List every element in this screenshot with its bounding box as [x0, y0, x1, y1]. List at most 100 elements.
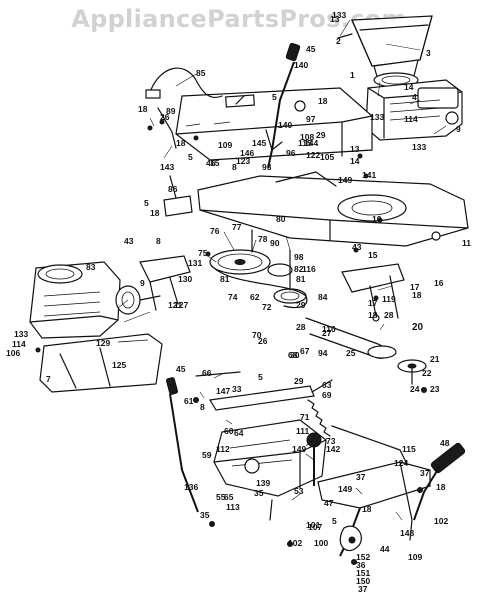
- pedal-arm-drawing: [317, 461, 431, 557]
- callout-label: 18: [412, 290, 422, 300]
- callout-label: 13: [350, 144, 360, 154]
- callout-label: 115: [402, 444, 416, 454]
- callout-label: 83: [86, 262, 96, 272]
- dash-panel-drawing: [175, 87, 373, 161]
- callout-label: 109: [408, 552, 422, 562]
- callout-label: 45: [306, 44, 316, 54]
- leader-lines: [117, 19, 447, 521]
- callout-label: 112: [216, 444, 230, 454]
- callout-label: 81: [220, 274, 230, 284]
- callout-label: 29: [316, 130, 326, 140]
- callout-label: 48: [440, 438, 450, 448]
- callout-label: 123: [236, 156, 250, 166]
- callout-label: 16: [434, 278, 444, 288]
- callout-label: 115: [298, 138, 312, 148]
- callout-label: 17: [410, 282, 420, 292]
- drive-belt-drawing: [305, 317, 427, 385]
- callout-label: 76: [210, 226, 220, 236]
- callout-label: 111: [296, 426, 310, 436]
- callout-label: 18: [150, 208, 160, 218]
- callout-label: 80: [276, 214, 286, 224]
- callout-label: 4: [412, 92, 417, 102]
- callout-label: 144: [304, 138, 318, 148]
- callout-label: 53: [294, 486, 304, 496]
- callout-label: 29: [294, 376, 304, 386]
- shroud-125-drawing: [39, 333, 163, 393]
- callout-label: 136: [184, 482, 198, 492]
- callout-label: 10: [372, 214, 382, 224]
- callout-label: 114: [404, 114, 418, 124]
- callout-label: 121: [168, 300, 182, 310]
- spring-71-drawing: [307, 399, 331, 437]
- cable-assembly-drawing: [145, 67, 223, 149]
- callout-label: 65: [224, 492, 234, 502]
- callout-label: 129: [96, 338, 110, 348]
- callout-label: 74: [228, 292, 238, 302]
- callout-label: 15: [210, 158, 220, 168]
- callout-label: 17: [368, 298, 378, 308]
- callout-label: 66: [202, 368, 212, 378]
- callout-label: 21: [430, 354, 440, 364]
- callout-label: 152: [356, 552, 370, 562]
- callout-label: 113: [226, 502, 240, 512]
- callout-label: 26: [160, 112, 170, 122]
- callout-label: 102: [434, 516, 448, 526]
- fastener-dots: [35, 119, 427, 565]
- callout-label: 127: [174, 300, 188, 310]
- callout-label: 100: [314, 538, 328, 548]
- engine-lower-left-drawing: [29, 261, 121, 339]
- callout-label: 98: [294, 252, 304, 262]
- callout-label: 141: [362, 170, 376, 180]
- pedal-grip-drawing: [413, 442, 466, 521]
- callout-label: 18: [176, 138, 186, 148]
- drive-pulleys-drawing: [209, 229, 308, 309]
- callout-label: 8: [200, 402, 205, 412]
- callout-label: 15: [368, 250, 378, 260]
- callout-label: 106: [6, 348, 20, 358]
- callout-label: 107: [308, 522, 322, 532]
- callout-label: 133: [332, 10, 346, 20]
- callout-label: 147: [216, 386, 230, 396]
- callout-label: 149: [338, 484, 352, 494]
- callout-label: 7: [46, 374, 51, 384]
- callout-label: 68: [288, 350, 298, 360]
- callout-label: 47: [324, 498, 334, 508]
- callout-label: 44: [380, 544, 390, 554]
- callout-label: 145: [252, 138, 266, 148]
- callout-label: 85: [196, 68, 206, 78]
- callout-label: 96: [286, 148, 296, 158]
- callout-label: 75: [198, 248, 208, 258]
- callout-label: 70: [252, 330, 262, 340]
- watermark: AppliancePartsPros.com: [71, 5, 407, 33]
- callout-label: 62: [250, 292, 260, 302]
- callout-label: 18: [318, 96, 328, 106]
- callout-label: 142: [326, 444, 340, 454]
- control-knob-drawing: [306, 425, 411, 486]
- callout-label: 35: [200, 510, 210, 520]
- callout-label: 84: [318, 292, 328, 302]
- idler-bracket-drawing: [341, 263, 405, 322]
- callout-label: 125: [112, 360, 126, 370]
- callout-label: 151: [356, 568, 370, 578]
- callout-label: 86: [168, 184, 178, 194]
- callout-label: 108: [300, 132, 314, 142]
- callout-label: 114: [12, 339, 26, 349]
- callout-label: 5: [258, 372, 263, 382]
- callout-label: 11: [462, 238, 471, 248]
- callout-label: 140: [278, 120, 292, 130]
- callout-label: 24: [410, 384, 420, 394]
- callout-label: 18: [436, 482, 446, 492]
- callout-label: 14: [350, 156, 360, 166]
- callout-label: 133: [370, 112, 384, 122]
- callout-label: 105: [320, 152, 334, 162]
- callout-label: 82: [294, 264, 304, 274]
- callout-label: 2: [336, 36, 341, 46]
- callout-label: 133: [14, 329, 28, 339]
- callout-label: 30: [290, 350, 300, 360]
- bracket-86-drawing: [163, 175, 193, 217]
- callout-label: 5: [188, 152, 193, 162]
- callout-label: 64: [234, 428, 244, 438]
- callout-label: 133: [412, 142, 426, 152]
